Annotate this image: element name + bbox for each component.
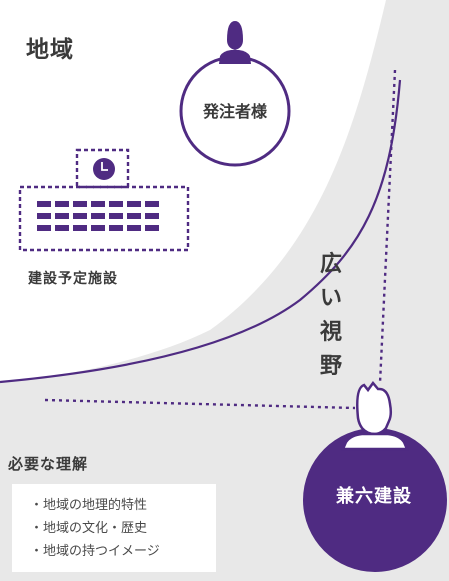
understanding-title: 必要な理解 xyxy=(8,455,89,473)
list-item: 地域の文化・歴史 xyxy=(30,517,216,540)
vision-label: 広い視野 xyxy=(319,252,342,379)
company-circle xyxy=(303,428,447,572)
list-item: 地域の地理的特性 xyxy=(30,494,216,517)
company-label: 兼六建設 xyxy=(336,486,412,507)
building-clock-icon xyxy=(18,148,190,252)
client-label: 発注者様 xyxy=(202,102,267,121)
list-item: 地域の持つイメージ xyxy=(30,540,216,563)
region-title: 地域 xyxy=(26,37,74,63)
sight-line-vertical xyxy=(378,69,397,384)
sight-line-horizontal xyxy=(44,398,356,410)
client-person-icon xyxy=(219,21,251,64)
region-area xyxy=(0,0,386,382)
company-person-icon xyxy=(341,380,409,451)
understanding-list-box: 地域の地理的特性 地域の文化・歴史 地域の持つイメージ xyxy=(12,484,216,572)
facility-label: 建設予定施設 xyxy=(28,271,118,287)
understanding-list: 地域の地理的特性 地域の文化・歴史 地域の持つイメージ xyxy=(30,494,216,563)
region-boundary xyxy=(0,79,402,384)
